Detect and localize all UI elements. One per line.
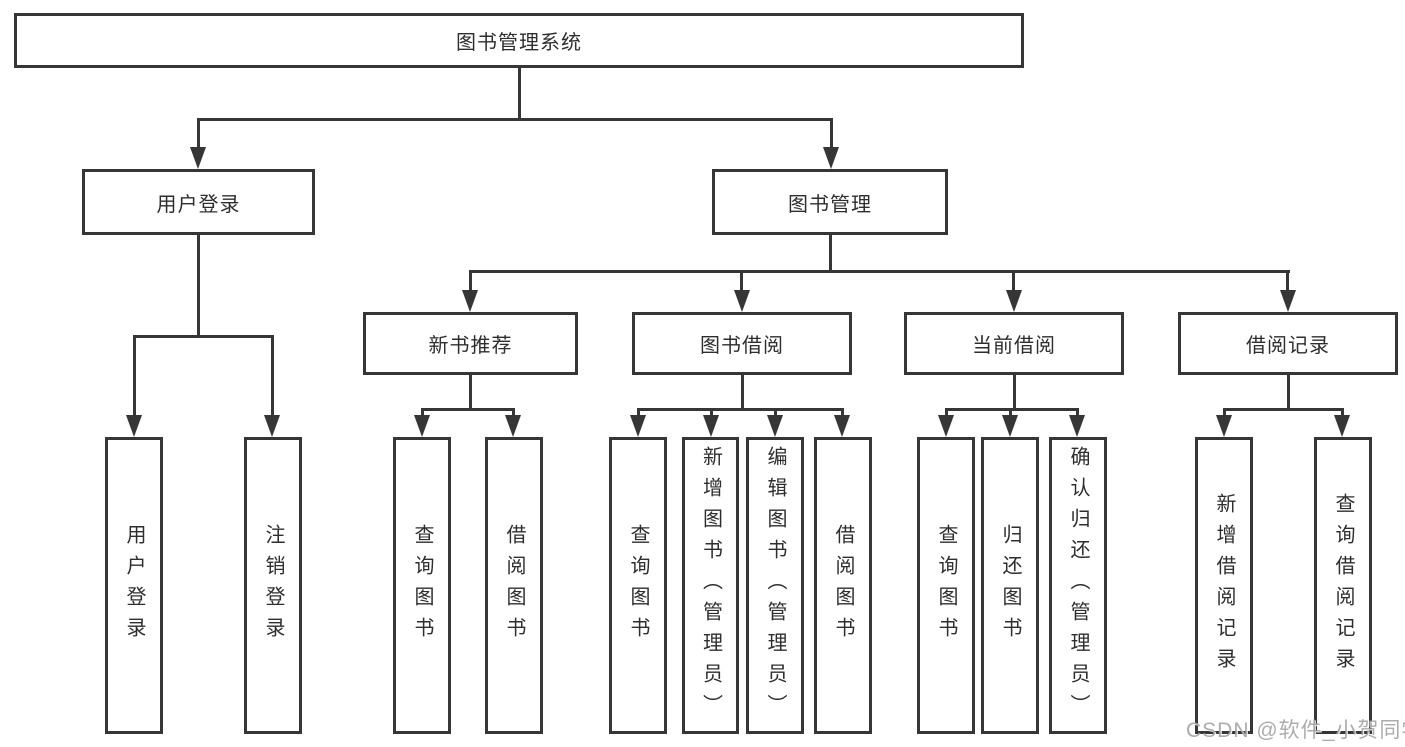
- connector-line: [469, 270, 472, 292]
- node-label: 借阅图书: [503, 523, 525, 648]
- node-label: 图书借阅: [700, 335, 784, 357]
- arrow-down-icon: [734, 290, 750, 312]
- leaf-user-login: 用户登录: [105, 437, 163, 734]
- connector-line: [1341, 408, 1344, 418]
- arrow-down-icon: [126, 415, 142, 437]
- leaf-query-books-current: 查询图书: [917, 437, 975, 734]
- node-label: 查询图书: [627, 523, 649, 648]
- node-user-login: 用户登录: [82, 169, 315, 235]
- leaf-query-books-borrowing: 查询图书: [609, 437, 667, 734]
- connector-line: [830, 118, 833, 149]
- arrow-down-icon: [1334, 415, 1350, 437]
- leaf-borrow-books-borrowing: 借阅图书: [814, 437, 872, 734]
- arrow-down-icon: [1069, 415, 1085, 437]
- connector-line: [469, 270, 1290, 273]
- node-label: 查询图书: [411, 523, 433, 648]
- arrow-down-icon: [1002, 415, 1018, 437]
- node-new-book-recommend: 新书推荐: [363, 312, 578, 375]
- leaf-query-books-recommend: 查询图书: [393, 437, 451, 734]
- connector-line: [710, 408, 713, 418]
- connector-line: [1076, 408, 1079, 418]
- leaf-add-borrow-record: 新增借阅记录: [1195, 437, 1253, 734]
- node-label: 新增借阅记录: [1213, 492, 1235, 679]
- connector-line: [512, 408, 515, 418]
- connector-line: [133, 335, 274, 338]
- connector-line: [1012, 270, 1015, 292]
- arrow-down-icon: [1280, 290, 1296, 312]
- node-label: 查询借阅记录: [1332, 492, 1354, 679]
- node-root-library-management-system: 图书管理系统: [14, 13, 1024, 68]
- node-label: 新增图书（管理员）: [699, 446, 722, 725]
- connector-line: [197, 235, 200, 337]
- arrow-down-icon: [1216, 415, 1232, 437]
- connector-line: [774, 408, 777, 418]
- node-label: 归还图书: [999, 523, 1021, 648]
- node-book-management: 图书管理: [712, 169, 948, 235]
- arrow-down-icon: [823, 147, 839, 169]
- node-label: 用户登录: [156, 193, 241, 216]
- connector-line: [421, 408, 515, 411]
- node-label: 新书推荐: [428, 335, 513, 357]
- connector-line: [197, 118, 200, 149]
- node-label: 查询图书: [935, 523, 957, 648]
- connector-line: [133, 335, 136, 417]
- arrow-down-icon: [630, 415, 646, 437]
- connector-line: [741, 375, 744, 410]
- connector-line: [1223, 408, 1226, 418]
- leaf-query-borrow-record: 查询借阅记录: [1314, 437, 1372, 734]
- connector-line: [1013, 375, 1016, 410]
- node-borrowing-records: 借阅记录: [1178, 312, 1398, 375]
- arrow-down-icon: [264, 415, 280, 437]
- arrow-down-icon: [938, 415, 954, 437]
- node-label: 当前借阅: [972, 335, 1056, 357]
- connector-line: [1009, 408, 1012, 418]
- leaf-add-books-admin: 新增图书（管理员）: [682, 437, 739, 734]
- connector-line: [829, 235, 832, 272]
- arrow-down-icon: [703, 415, 719, 437]
- node-label: 图书管理: [788, 193, 872, 216]
- connector-line: [740, 270, 743, 292]
- leaf-confirm-return-admin: 确认归还（管理员）: [1049, 437, 1107, 734]
- connector-line: [945, 408, 1079, 411]
- connector-line: [841, 408, 844, 418]
- node-label: 编辑图书（管理员）: [764, 446, 786, 725]
- arrow-down-icon: [190, 147, 206, 169]
- arrow-down-icon: [1006, 290, 1022, 312]
- node-label: 确认归还（管理员）: [1067, 446, 1089, 725]
- arrow-down-icon: [834, 415, 850, 437]
- connector-line: [421, 408, 424, 418]
- connector-line: [1286, 270, 1289, 292]
- arrow-down-icon: [414, 415, 430, 437]
- node-label: 图书管理系统: [456, 32, 582, 54]
- leaf-logout: 注销登录: [244, 437, 302, 734]
- csdn-watermark: CSDN @软件_小贺同学: [1186, 719, 1405, 742]
- node-book-borrowing: 图书借阅: [632, 312, 852, 375]
- node-label: 借阅图书: [832, 523, 854, 648]
- node-label: 借阅记录: [1246, 335, 1330, 357]
- arrow-down-icon: [767, 415, 783, 437]
- connector-line: [197, 118, 833, 121]
- arrow-down-icon: [505, 415, 521, 437]
- connector-line: [1287, 375, 1290, 410]
- node-label: 注销登录: [262, 523, 284, 648]
- node-current-borrowing: 当前借阅: [904, 312, 1124, 375]
- arrow-down-icon: [462, 290, 478, 312]
- leaf-borrow-books-recommend: 借阅图书: [485, 437, 543, 734]
- connector-line: [469, 375, 472, 410]
- leaf-return-books: 归还图书: [981, 437, 1039, 734]
- connector-line: [637, 408, 640, 418]
- leaf-edit-books-admin: 编辑图书（管理员）: [746, 437, 804, 734]
- connector-line: [945, 408, 948, 418]
- connector-line: [271, 335, 274, 417]
- connector-line: [1223, 408, 1344, 411]
- node-label: 用户登录: [123, 523, 145, 648]
- connector-line: [637, 408, 844, 411]
- connector-line: [518, 68, 521, 120]
